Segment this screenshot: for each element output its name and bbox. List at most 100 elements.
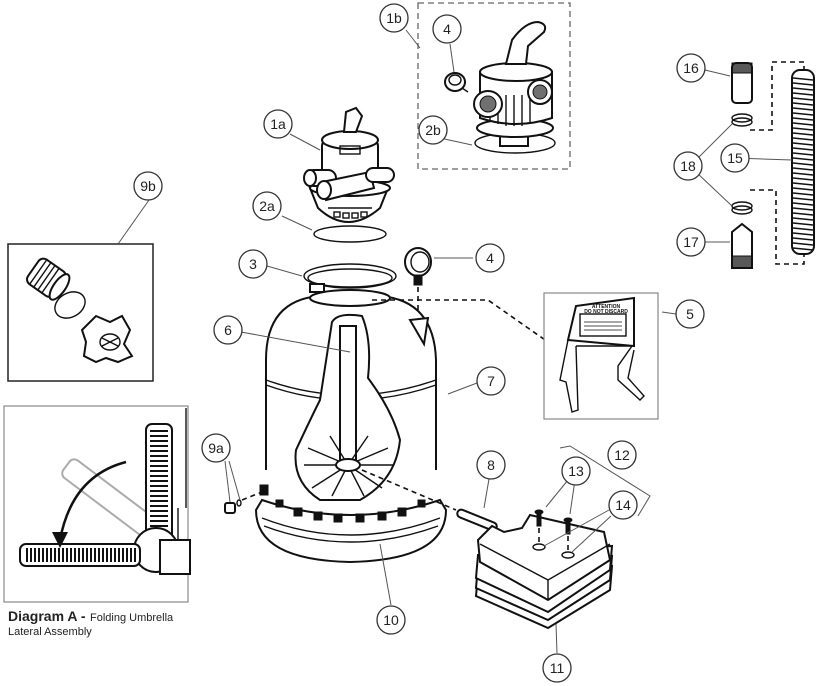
lateral-slot [150,430,168,432]
hose-rib [792,192,814,196]
callout-9b: 9b [133,171,163,201]
callout-1b: 1b [379,3,409,33]
caption-line2: Lateral Assembly [8,626,92,638]
lateral-slot [38,548,40,562]
hose-rib [792,162,814,166]
hose-rib [792,77,814,81]
callout-3: 3 [238,249,268,279]
hose-rib [792,142,814,146]
lateral-slot [66,548,68,562]
pressure-gauge [404,247,432,286]
hose-rib [792,212,814,216]
callout-label: 3 [249,256,257,272]
callout-1a: 1a [263,109,293,139]
lateral-slot [150,490,168,492]
hose-rib [792,122,814,126]
lateral-slot [150,480,168,482]
callout-label: 1a [270,116,286,132]
sign-dash [372,299,549,343]
hose-rib [792,202,814,206]
callout-label: 4 [443,21,451,37]
hose-clamp-upper [731,113,753,127]
callout-label: 5 [686,306,694,322]
lateral-slot [86,548,88,562]
lateral-slot [150,485,168,487]
lateral-slot [26,548,28,562]
callout-label: 11 [550,660,565,676]
lateral-slot [50,548,52,562]
caption-line1: Folding Umbrella [90,612,174,624]
drain-dash [241,491,263,501]
tank-clamp [303,263,397,293]
hose-rib [792,222,814,226]
lateral-slot [150,450,168,452]
lateral-slot [150,520,168,522]
umbrella-lateral [19,408,191,575]
lateral-slot [150,525,168,527]
hose-rib [792,157,814,161]
callout-label: 16 [683,60,699,76]
hose-dash-lower [750,189,805,265]
callout-10: 10 [376,605,406,635]
hose-dash-upper [750,61,805,131]
caption-title: Diagram A - [8,608,86,624]
lateral-slot [150,470,168,472]
sign-line2: DO NOT DISCARD [584,309,628,315]
hose-rib [792,242,814,246]
hose-rib [792,107,814,111]
base-weight [474,513,614,630]
attention-sign: ATTENTION DO NOT DISCARD [559,296,645,413]
callout-17: 17 [676,227,706,257]
lateral-slot [150,500,168,502]
hose-rib [792,102,814,106]
callout-13: 13 [561,456,591,486]
multiport-valve-1b [473,20,556,154]
lateral-slot [70,548,72,562]
callout-label: 7 [487,373,495,389]
hose-rib [792,187,814,191]
lateral-slot [54,548,56,562]
callout-2a: 2a [252,191,282,221]
lateral-slot [118,548,120,562]
callout-15: 15 [720,143,750,173]
callout-6: 6 [213,315,243,345]
diagram-a-caption: Diagram A - Folding Umbrella Lateral Ass… [8,608,173,638]
callout-7: 7 [476,366,506,396]
lateral-slot [150,435,168,437]
valve-1b-group-box [417,2,571,170]
filter-base [254,498,448,564]
callout-label: 8 [487,457,495,473]
callout-label: 9b [140,178,156,194]
lateral-slot [58,548,60,562]
lateral-slot [150,515,168,517]
lateral-slot [130,548,132,562]
hose-rib [792,237,814,241]
hose-rib [792,117,814,121]
drain-plug-9a [224,484,269,514]
callout-label: 10 [383,612,399,628]
hose-rib [792,127,814,131]
hose-rib [792,197,814,201]
lateral-slot [74,548,76,562]
lateral-slot [94,548,96,562]
hose-clamp-lower [731,201,753,215]
callout-label: 2a [259,198,275,214]
lateral-slot [114,548,116,562]
lateral-slot [102,548,104,562]
lateral-slot [34,548,36,562]
lateral-slot [62,548,64,562]
hose-rib [792,92,814,96]
callout-label: 14 [615,497,631,513]
hose-rib [792,87,814,91]
lateral-slot [150,465,168,467]
adapter-17 [731,222,753,269]
lateral-slot [110,548,112,562]
backwash-hose-15 [791,69,815,255]
hose-rib [792,132,814,136]
hose-rib [792,177,814,181]
callout-label: 17 [683,234,699,250]
hose-rib [792,147,814,151]
hose-rib [792,112,814,116]
lateral-slot [150,495,168,497]
